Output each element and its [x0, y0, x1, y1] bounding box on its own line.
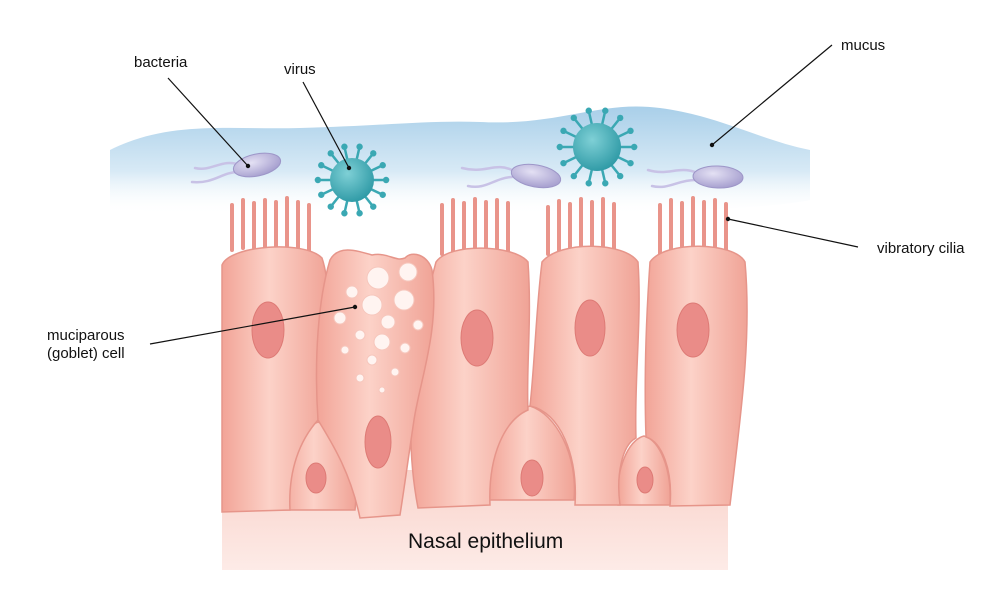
cell-nuclei — [251, 299, 710, 497]
virus-spike-tip — [585, 180, 592, 187]
virus-spike-tip — [314, 176, 322, 184]
virus-spike-tip — [356, 210, 363, 217]
bacterium — [646, 165, 744, 189]
virus-spike-tip — [356, 143, 363, 150]
virus-spike-tip — [631, 143, 638, 151]
virus-particle — [314, 143, 390, 217]
virus-spike-tip — [627, 127, 634, 135]
virus-spike-tip — [379, 162, 386, 169]
virus-spike-tip — [341, 143, 348, 150]
bacteria-group — [190, 152, 744, 189]
virus-spike-tip — [370, 203, 377, 210]
label-mucus: mucus — [841, 37, 886, 54]
virus-spike-tip — [370, 150, 377, 157]
label-virus: virus — [284, 61, 316, 78]
columnar-cells — [221, 245, 748, 513]
virus-spike-tip — [318, 162, 325, 169]
leader-line-mucus — [711, 44, 833, 146]
cilia-group — [230, 196, 728, 256]
virus-spike-tip — [627, 159, 634, 167]
virus-spike-tip — [379, 191, 386, 198]
virus-spike-tip — [560, 127, 567, 135]
leader-lines — [149, 44, 859, 345]
virus-body — [573, 123, 621, 171]
virus-spike-tip — [570, 114, 578, 122]
leader-dots — [245, 142, 731, 310]
virus-particle — [556, 107, 638, 187]
leader-line-cilia — [727, 218, 859, 248]
leader-line-virus — [302, 81, 350, 169]
label-bacteria: bacteria — [134, 54, 188, 71]
label-vibratory-cilia: vibratory cilia — [877, 240, 965, 257]
leader-line-goblet — [149, 306, 356, 345]
virus-spike-tip — [616, 114, 624, 122]
virus-spike-tip — [382, 176, 390, 184]
virus-spike-tip — [602, 107, 609, 114]
virus-spike-tip — [341, 210, 348, 217]
virus-spike-tip — [556, 143, 563, 151]
virus-spike-tip — [570, 172, 578, 180]
leader-line-bacteria — [167, 77, 249, 167]
virus-spike-tip — [327, 203, 334, 210]
virus-spike-tip — [327, 150, 334, 157]
virus-spike-tip — [560, 159, 567, 167]
virus-spike-tip — [318, 191, 325, 198]
goblet-vesicles — [333, 262, 424, 394]
virus-body — [330, 158, 374, 202]
virus-spike-tip — [585, 107, 592, 114]
bacterium — [460, 163, 562, 189]
diagram-title: Nasal epithelium — [408, 530, 564, 553]
label-goblet-cell-line2: (goblet) cell — [47, 345, 125, 362]
bacterium — [190, 152, 282, 184]
virus-spike-tip — [602, 180, 609, 187]
label-goblet-cell-line1: muciparous — [47, 327, 125, 344]
mucus-layer — [110, 106, 810, 216]
virus-spike-tip — [616, 172, 624, 180]
